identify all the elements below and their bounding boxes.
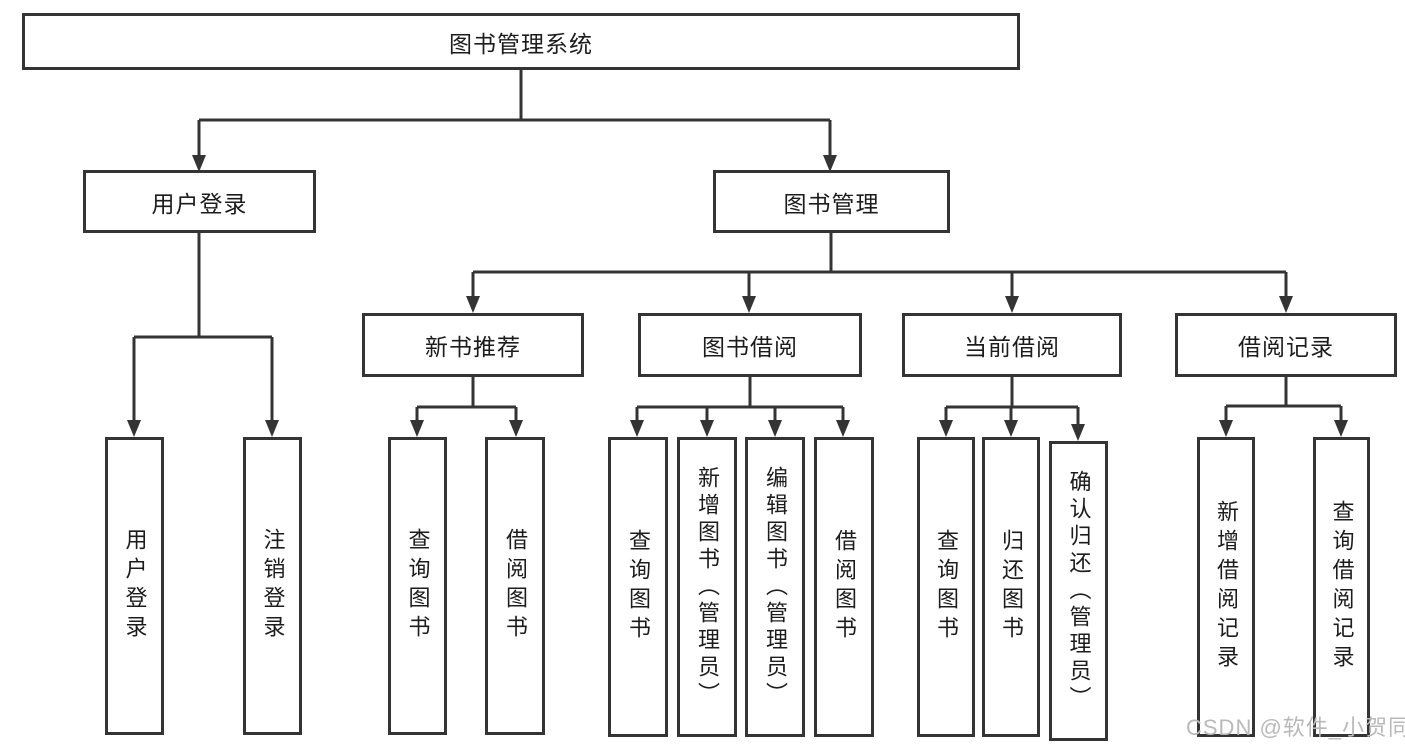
arrow-down-icon — [466, 296, 480, 313]
node-leaf-add-borrow-record: 新增借阅记录 — [1197, 437, 1255, 737]
arrow-down-icon — [1071, 424, 1085, 441]
connector-user-login — [132, 233, 274, 421]
arrow-down-icon — [768, 420, 782, 437]
node-leaf-borrow-books-1: 借阅图书 — [485, 437, 545, 735]
arrow-down-icon — [509, 420, 523, 437]
node-leaf-add-books-admin: 新增图书（管理员） — [677, 437, 737, 737]
arrow-down-icon — [700, 420, 714, 437]
arrow-down-icon — [1219, 420, 1233, 437]
arrow-down-icon — [823, 155, 837, 172]
node-leaf-query-books-3: 查询图书 — [917, 437, 975, 737]
arrow-down-icon — [1334, 420, 1348, 437]
node-book-management: 图书管理 — [713, 170, 950, 233]
node-library-system: 图书管理系统 — [22, 13, 1020, 70]
node-book-borrowing: 图书借阅 — [638, 313, 862, 377]
node-leaf-logout: 注销登录 — [243, 437, 302, 735]
node-current-borrowing: 当前借阅 — [902, 313, 1122, 377]
arrow-down-icon — [742, 296, 756, 313]
node-leaf-return-books: 归还图书 — [982, 437, 1040, 737]
node-leaf-edit-books-admin: 编辑图书（管理员） — [745, 437, 805, 737]
node-leaf-query-books-1: 查询图书 — [388, 437, 447, 735]
node-leaf-user-login: 用户登录 — [105, 437, 164, 735]
watermark: CSDN @软件_小贺同学 — [1186, 715, 1405, 740]
arrow-down-icon — [127, 420, 141, 437]
node-leaf-query-books-2: 查询图书 — [608, 437, 668, 737]
arrow-down-icon — [192, 155, 206, 172]
node-new-book-recommend: 新书推荐 — [362, 313, 584, 377]
arrow-down-icon — [1005, 296, 1019, 313]
connector-borrow-records — [1224, 377, 1343, 421]
arrow-down-icon — [836, 420, 850, 437]
node-leaf-confirm-return-admin: 确认归还（管理员） — [1049, 441, 1108, 741]
node-leaf-query-borrow-record: 查询借阅记录 — [1313, 437, 1370, 737]
connector-current-borrowing — [944, 377, 1080, 425]
connector-new-book-recommend — [415, 377, 518, 421]
arrow-down-icon — [1004, 420, 1018, 437]
arrow-down-icon — [939, 420, 953, 437]
node-borrow-records: 借阅记录 — [1175, 313, 1397, 377]
arrowheads — [127, 155, 1348, 441]
node-user-login: 用户登录 — [83, 170, 316, 233]
arrow-down-icon — [265, 420, 279, 437]
connector-book-management — [471, 233, 1288, 297]
arrow-down-icon — [630, 420, 644, 437]
arrow-down-icon — [1279, 296, 1293, 313]
connector-root — [197, 70, 832, 156]
node-leaf-borrow-books-2: 借阅图书 — [814, 437, 874, 737]
connector-book-borrowing — [635, 377, 845, 421]
arrow-down-icon — [410, 420, 424, 437]
